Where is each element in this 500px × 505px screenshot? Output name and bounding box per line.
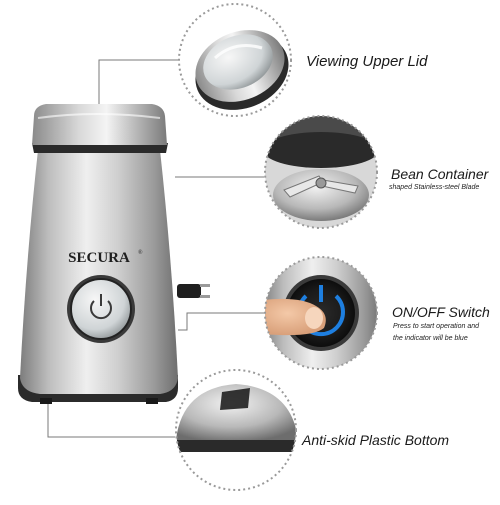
grinder-body [20,150,178,394]
grinder-switch [70,278,132,340]
feature-title-switch: ON/OFF Switch [392,304,490,320]
feature-circle-lid [178,3,292,117]
grinder-lid-band [32,143,168,153]
feature-title-container: Bean Container [391,166,489,182]
feature-circle-container [264,115,378,229]
feature-subtitle-container: shaped Stainless-steel Blade [389,184,480,191]
brand-name: SECURA [68,250,130,266]
leader-lines [47,59,264,438]
feature-title-lid: Viewing Upper Lid [306,53,428,70]
grinder-lid [32,104,167,145]
feature-subtitle-switch-1: Press to start operation and [393,323,479,330]
power-icon [90,294,112,320]
brand-registered-mark: ® [138,249,143,256]
feature-circle-switch [264,256,378,370]
feature-title-bottom: Anti-skid Plastic Bottom [302,432,450,448]
power-plug-icon [177,284,210,298]
coffee-grinder: SECURA ® [18,104,210,404]
blade-icon [283,175,359,198]
feature-subtitle-switch-2: the indicator will be blue [393,335,468,342]
feature-circle-bottom [175,369,297,491]
